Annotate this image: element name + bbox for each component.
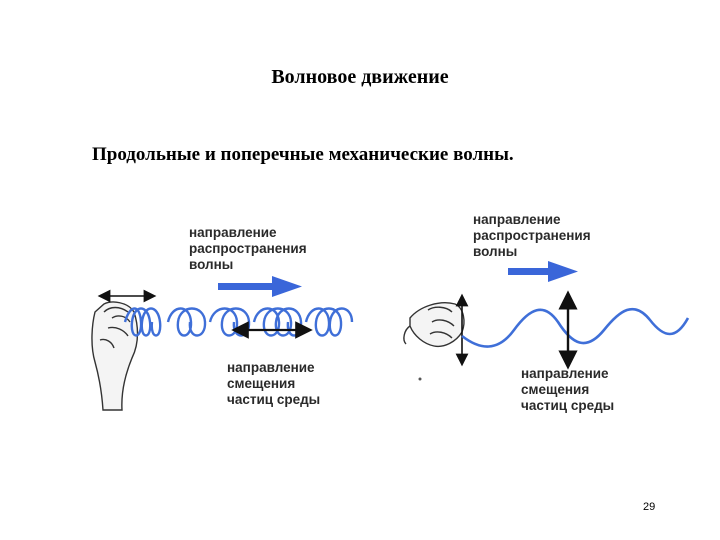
transverse-displacement-label: направление смещения частиц среды	[521, 366, 615, 413]
longitudinal-displacement-label: направление смещения частиц среды	[227, 360, 321, 407]
transverse-propagation-label: направление распространения волны	[473, 212, 591, 259]
hand-left-icon	[91, 301, 139, 411]
slide-subtitle: Продольные и поперечные механические вол…	[92, 144, 514, 165]
slide-title: Волновое движение	[271, 66, 449, 88]
propagation-arrow-left	[218, 276, 302, 297]
marker-dot	[418, 377, 422, 381]
transverse-wave-curve	[461, 307, 690, 348]
page-number: 29	[643, 501, 656, 513]
longitudinal-propagation-label: направление распространения волны	[189, 225, 307, 272]
hand-right-icon	[403, 302, 465, 348]
propagation-arrow-right	[508, 261, 578, 282]
